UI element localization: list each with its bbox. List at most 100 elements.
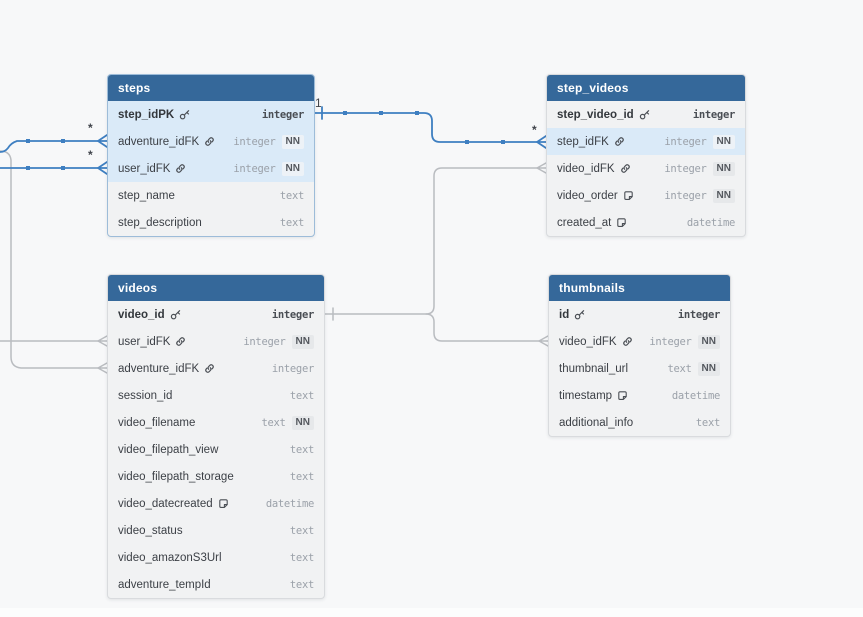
not-null-badge: NN [291,334,314,349]
table-row[interactable]: timestamp datetime [549,382,730,409]
relationship-adventures-steps[interactable] [0,140,99,153]
not-null-badge: NN [697,334,720,349]
column-name: session_id [118,389,173,402]
crowfoot-videos-adventureid [97,362,108,374]
relationship-dots [26,111,505,170]
column-name: user_idFK [118,162,171,175]
column-type: text [289,470,314,483]
table-title: steps [118,81,151,95]
column-type: integer [692,108,735,121]
link-icon [175,163,186,174]
crowfoot-thumbnails-videoid [538,335,549,347]
column-type: datetime [265,497,314,510]
column-type: datetime [671,389,720,402]
table-row[interactable]: video_idFK integer NN [549,328,730,355]
column-type: integer [233,135,276,148]
crowfoot-stepvideos-stepid [536,135,547,149]
relationship-videos-stepvideos[interactable] [322,167,538,315]
relationship-steps-stepvideos[interactable] [312,112,538,143]
column-type: datetime [686,216,735,229]
table-header[interactable]: thumbnails [549,275,730,301]
table-row[interactable]: adventure_tempId text [108,571,324,598]
column-type: text [289,389,314,402]
column-name: timestamp [559,389,613,402]
column-name: adventure_tempId [118,578,211,591]
table-header[interactable]: step_videos [547,75,745,101]
table-row[interactable]: session_id text [108,382,324,409]
column-type: integer [271,362,314,375]
column-name: step_description [118,216,202,229]
link-icon [204,136,215,147]
link-icon [204,363,215,374]
link-icon [175,336,186,347]
column-type: text [289,443,314,456]
column-type: integer [261,108,304,121]
not-null-badge: NN [281,161,304,176]
not-null-badge: NN [712,134,735,149]
column-type: integer [243,335,286,348]
table-row[interactable]: step_video_id integer [547,101,745,128]
cardinality-label-many: * [532,123,537,137]
relationship-videos-thumbnails[interactable] [425,313,540,342]
column-type: integer [664,189,707,202]
column-type: integer [677,308,720,321]
column-name: step_video_id [557,108,634,121]
column-name: video_idFK [559,335,617,348]
column-name: step_name [118,189,175,202]
column-name: additional_info [559,416,634,429]
crowfoot-steps-adventureid [97,134,108,148]
column-type: integer [664,162,707,175]
relationship-adventures-videos[interactable] [0,150,99,369]
column-type: text [667,362,692,375]
table-title: step_videos [557,81,629,95]
key-icon [170,309,181,320]
link-icon [622,336,633,347]
column-name: user_idFK [118,335,171,348]
table-row[interactable]: user_idFK integer NN [108,155,314,182]
cardinality-label-many: * [88,121,93,135]
column-type: integer [271,308,314,321]
canvas-bottom-strip [0,608,863,617]
column-type: integer [649,335,692,348]
column-name: video_status [118,524,183,537]
table-header[interactable]: steps [108,75,314,101]
not-null-badge: NN [712,161,735,176]
table-header[interactable]: videos [108,275,324,301]
column-name: step_idFK [557,135,609,148]
note-icon [617,390,628,401]
link-icon [620,163,631,174]
crowfoot-steps-userid [97,161,108,175]
column-type: integer [233,162,276,175]
table-row[interactable]: user_idFK integer NN [108,328,324,355]
column-type: text [289,578,314,591]
note-icon [218,498,229,509]
note-icon [623,190,634,201]
column-type: text [289,524,314,537]
key-icon [179,109,190,120]
table-row[interactable]: video_status text [108,517,324,544]
